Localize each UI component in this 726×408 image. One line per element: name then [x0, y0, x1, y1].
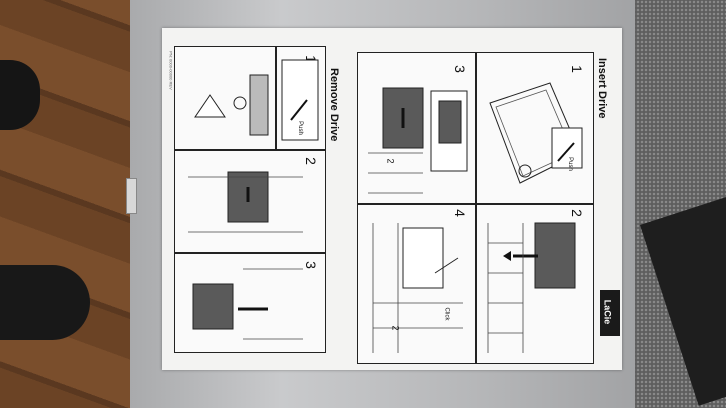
remove-drive-title: Remove Drive: [328, 68, 340, 142]
release-drive-illustration: [188, 171, 303, 233]
warning-icon: [194, 74, 269, 136]
remove-drive-illustration: [192, 268, 303, 340]
remove-drive-frame: 1 2 3 Push: [174, 46, 326, 353]
push-label: Push: [296, 121, 303, 135]
shoe: [0, 265, 90, 340]
push-label: Push: [566, 157, 573, 171]
insert-drive-illustration: [487, 222, 576, 353]
insert-drive-title: Insert Drive: [596, 58, 608, 119]
hinge-icon: [126, 178, 137, 214]
divider: [475, 53, 477, 363]
step-number: 1: [568, 65, 585, 73]
divider: [175, 149, 325, 151]
shoe: [0, 60, 40, 130]
divider: [358, 203, 593, 205]
part-number: PN: 0000-00000 REV: [168, 51, 174, 90]
lacie-logo-text: LaCie: [602, 299, 613, 325]
click-label: Click: [443, 307, 450, 321]
lacie-logo: LaCie: [600, 290, 620, 336]
bay-number: 2: [385, 158, 396, 164]
push-latch-illustration: [281, 59, 319, 141]
seat-drive-illustration: [368, 87, 468, 194]
insert-drive-frame: 1 2 3 4 Push: [357, 52, 594, 364]
instruction-sheet: Insert Drive 1 2 3 4 Push: [162, 28, 622, 370]
drive-tray-illustration: [489, 82, 583, 184]
divider: [275, 47, 277, 149]
lock-drive-illustration: [372, 223, 463, 353]
divider: [175, 252, 325, 254]
bay-number: 2: [390, 325, 401, 331]
step-number: 3: [451, 65, 468, 73]
